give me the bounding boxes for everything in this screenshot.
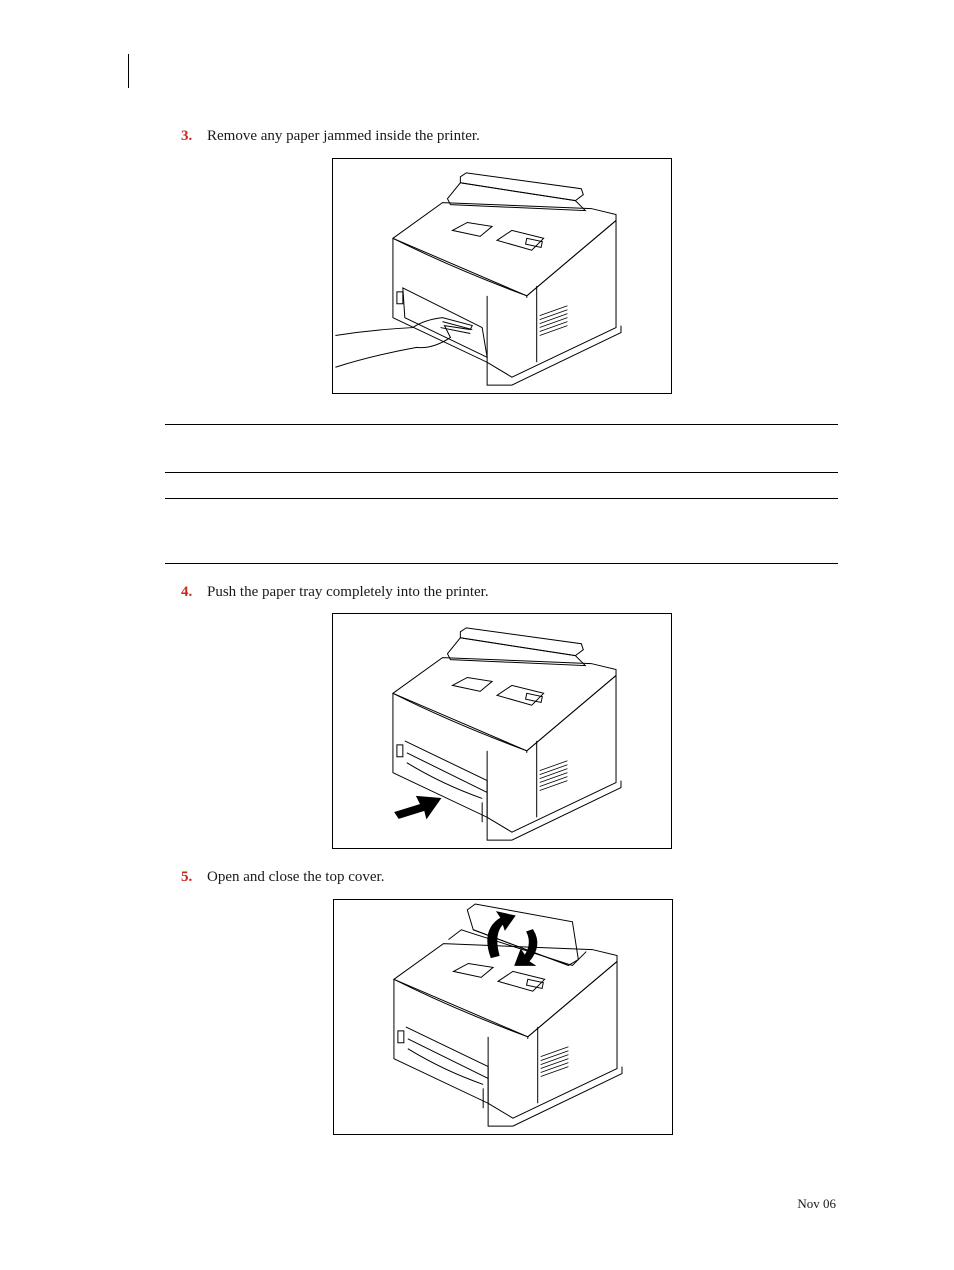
printer-paper-removal-icon [335,172,622,386]
caution-rule-top [165,498,838,499]
step-number: 4. [181,584,193,600]
figure-paper-removal [332,158,672,394]
printer-tray-insertion-icon [391,627,622,841]
step-text: Open and close the top cover. [207,869,385,885]
step-5: 5. Open and close the top cover. [181,868,384,886]
step-number: 5. [181,869,193,885]
step-4: 4. Push the paper tray completely into th… [181,583,489,601]
figure-top-cover [333,899,673,1135]
figure-tray-insertion [332,613,672,849]
step-3: 3. Remove any paper jammed inside the pri… [181,127,480,145]
printer-top-cover-icon [392,903,623,1127]
step-text: Push the paper tray completely into the … [207,584,489,600]
note-rule-bottom [165,472,838,473]
step-number: 3. [181,128,193,144]
caution-rule-bottom [165,563,838,564]
footer-date: Nov 06 [797,1196,836,1211]
margin-change-bar [128,54,129,88]
note-rule-top [165,424,838,425]
step-text: Remove any paper jammed inside the print… [207,128,480,144]
